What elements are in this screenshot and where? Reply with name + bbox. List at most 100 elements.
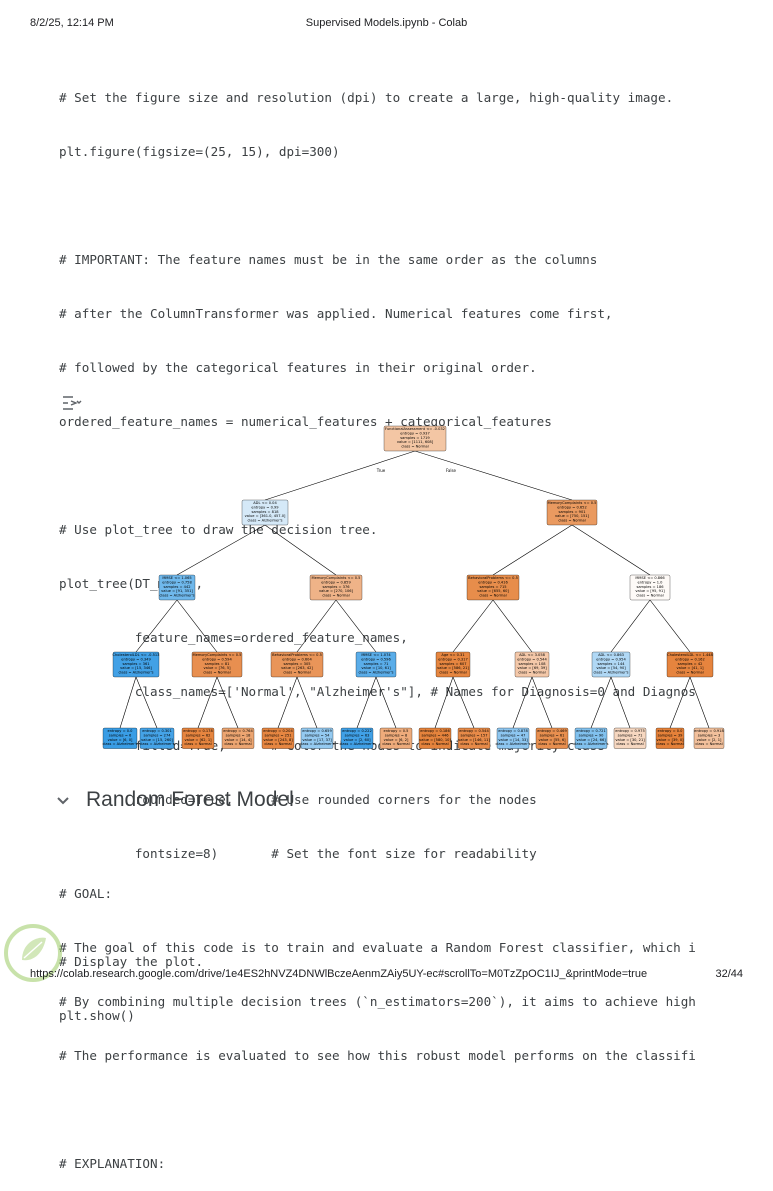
tree-node-box bbox=[261, 727, 295, 749]
tree-node-text: class = Alzheimer's bbox=[339, 742, 374, 746]
tree-node-text: value = [54, 90] bbox=[596, 666, 626, 670]
tree-node-text: samples = 6 bbox=[109, 733, 132, 737]
section-header-random-forest[interactable]: Random Forest Model bbox=[52, 786, 712, 818]
tree-node-text: samples = 157 bbox=[460, 733, 487, 737]
print-url[interactable]: https://colab.research.google.com/drive/… bbox=[30, 968, 648, 980]
tree-node-text: value = [2, 60] bbox=[343, 738, 371, 742]
tree-node-text: entropy = 0.349 bbox=[121, 657, 151, 661]
tree-node-text: value = [24, 66] bbox=[576, 738, 606, 742]
tree-node-text: MMSE <= 1.065 bbox=[162, 576, 191, 580]
tree-node-box bbox=[300, 727, 334, 749]
tree-node-text: value = [146, 11] bbox=[458, 738, 490, 742]
tree-edge bbox=[492, 524, 573, 576]
tree-node-text: entropy = 0.594 bbox=[202, 657, 232, 661]
tree-node-box bbox=[466, 574, 520, 601]
tree-node-text: entropy = 0.5 bbox=[384, 729, 409, 733]
tree-node-text: entropy = 0.162 bbox=[675, 657, 705, 661]
tree-node-text: entropy = 0.758 bbox=[162, 580, 192, 584]
tree-node-box bbox=[457, 727, 491, 749]
tree-node-text: entropy = 0.178 bbox=[183, 729, 213, 733]
code-line: # By combining multiple decision trees (… bbox=[59, 994, 696, 1009]
tree-node-text: value = [6, 2] bbox=[384, 738, 409, 742]
section-title: Random Forest Model bbox=[86, 788, 294, 811]
tree-edge bbox=[531, 676, 553, 729]
tree-node-text: class = Normal bbox=[695, 742, 722, 746]
tree-node-text: value = [6, 0] bbox=[108, 738, 133, 742]
tree-node-text: samples = 186 bbox=[636, 585, 664, 589]
tree-node-text: samples = 108 bbox=[518, 662, 546, 666]
tree-node-box bbox=[221, 727, 255, 749]
print-footer: https://colab.research.google.com/drive/… bbox=[30, 968, 743, 984]
tree-node-text: value = [30, 21] bbox=[615, 738, 645, 742]
tree-node-box bbox=[496, 727, 530, 749]
tree-edge bbox=[669, 676, 691, 729]
code-line: class_names=['Normal', "Alzheimer's"], #… bbox=[59, 684, 696, 699]
tree-node-text: ADL <= 3.058 bbox=[519, 653, 546, 657]
tree-node-text: class = Alzheimer's bbox=[299, 742, 334, 746]
tree-node-text: Age <= 0.31 bbox=[441, 653, 464, 657]
tree-node-box bbox=[418, 727, 452, 749]
tree-node-box bbox=[112, 651, 160, 678]
tree-node-text: samples = 446 bbox=[421, 733, 449, 737]
tree-node-text: entropy = 0.416 bbox=[478, 580, 508, 584]
tree-node-text: class = Normal bbox=[558, 519, 585, 523]
tree-node-text: value = [10, 61] bbox=[361, 666, 391, 670]
tree-node-text: MemoryComplaints <= 0.5 bbox=[312, 576, 361, 580]
tree-node-box bbox=[270, 651, 324, 678]
tree-node-text: entropy = 1.0 bbox=[638, 580, 664, 584]
tree-node-text: BehavioralProblems <= 0.5 bbox=[272, 653, 322, 657]
tree-edge bbox=[135, 599, 178, 653]
tree-node-text: MMSE <= 0.866 bbox=[635, 576, 665, 580]
tree-edge bbox=[571, 524, 651, 576]
tree-node-text: entropy = 0.469 bbox=[537, 729, 567, 733]
tree-node-box bbox=[379, 727, 413, 749]
tree-node-text: samples = 361 bbox=[122, 662, 149, 666]
tree-node-box bbox=[191, 651, 243, 678]
code-line: # GOAL: bbox=[59, 886, 113, 901]
tree-node-text: samples = 63 bbox=[345, 733, 370, 737]
tree-node-text: samples = 376 bbox=[322, 585, 350, 589]
tree-edge bbox=[216, 676, 239, 729]
tree-node-text: MMSE <= 1.074 bbox=[361, 653, 391, 657]
tree-node-text: class = Normal bbox=[460, 742, 487, 746]
tree-node-text: entropy = 0.878 bbox=[498, 729, 528, 733]
tree-node-text: entropy = 0.204 bbox=[263, 729, 293, 733]
tree-edge bbox=[119, 676, 137, 729]
tree-node-text: entropy = 0.0 bbox=[658, 729, 684, 733]
code-cell-random-forest[interactable]: # GOAL: # The goal of this code is to tr… bbox=[59, 849, 729, 1191]
tree-edge bbox=[452, 599, 494, 653]
tree-node-text: entropy = 0.596 bbox=[361, 657, 391, 661]
tree-node-box bbox=[535, 727, 569, 749]
tree-node-box bbox=[181, 727, 215, 749]
tree-node-text: samples = 8 bbox=[385, 733, 408, 737]
tree-node-text: samples = 90 bbox=[579, 733, 605, 737]
output-toggle-icon[interactable] bbox=[60, 393, 82, 413]
tree-node-box bbox=[340, 727, 374, 749]
tree-node-text: entropy = 0.954 bbox=[596, 657, 626, 661]
tree-node-text: samples = 61 bbox=[540, 733, 565, 737]
tree-node-text: value = [95, 91] bbox=[635, 589, 665, 593]
code-line: ordered_feature_names = numerical_featur… bbox=[59, 414, 552, 429]
tree-node-text: samples = 71 bbox=[618, 733, 643, 737]
tree-node-text: samples = 54 bbox=[305, 733, 331, 737]
tree-edge bbox=[296, 599, 337, 653]
code-line: # IMPORTANT: The feature names must be i… bbox=[59, 252, 598, 267]
tree-node-text: class = Alzheimer's bbox=[102, 742, 137, 746]
chevron-down-icon[interactable] bbox=[54, 792, 72, 810]
code-line bbox=[59, 1101, 729, 1119]
tree-node-text: samples = 818 bbox=[251, 510, 279, 514]
tree-node-box bbox=[591, 651, 631, 678]
tree-edge bbox=[176, 524, 266, 576]
